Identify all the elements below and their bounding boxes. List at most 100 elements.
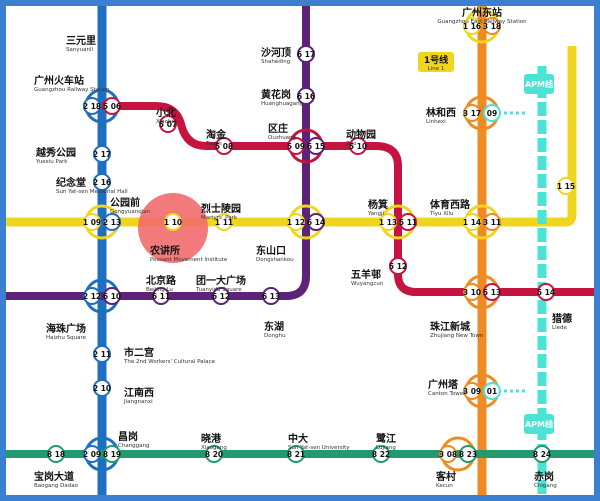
station-code: 5 14 <box>537 288 555 297</box>
station-name-en: Guangzhou East Railway Station <box>437 19 527 25</box>
station-code-badge <box>83 287 101 305</box>
station-code-badge <box>307 213 325 231</box>
station-code-badge <box>463 213 481 231</box>
station-code: 8 22 <box>372 450 390 459</box>
station-name-en: Peasant Movement Institute <box>150 257 228 263</box>
station-18[interactable]: 1 15 <box>557 177 575 195</box>
station-name-zh: 江南西 <box>124 386 154 399</box>
station-name-zh: 东湖 <box>264 320 284 333</box>
station-code-badge <box>389 257 407 275</box>
station-code-badge <box>399 213 417 231</box>
station-name-en: The 2nd Workers' Cultural Palace <box>123 359 215 365</box>
station-code: 1 12 <box>287 218 305 227</box>
station-code-badge <box>215 213 233 231</box>
station-code-badge <box>459 445 477 463</box>
station-name-en: Huanghuagang <box>261 101 303 107</box>
station-name-en: Linhexi <box>426 119 446 125</box>
station-name-en: Canton Tower <box>428 391 466 397</box>
station-code-badge <box>212 287 230 305</box>
station-name-en: Sun Yat-sen Memorial Hall <box>56 189 128 195</box>
station-name-en: Liede <box>552 325 567 331</box>
line1-badge-zh: 1号线 <box>424 54 448 66</box>
station-code: 1 16 <box>463 22 481 31</box>
station-name-zh: 淘金 <box>206 128 227 141</box>
station-name-en: Wuyangcun <box>351 281 384 287</box>
station-name-zh: 沙河顶 <box>261 47 291 59</box>
station-code-badge <box>557 177 575 195</box>
station-code: 8 20 <box>205 450 223 459</box>
station-name-en: Zoo <box>346 141 357 147</box>
station-code-badge <box>287 137 305 155</box>
station-name-en: Lujiang <box>376 445 396 451</box>
station-name-en: Shahéding <box>261 58 290 65</box>
station-code: 8 23 <box>459 450 477 459</box>
station-code: 6 11 <box>152 292 170 301</box>
station-code: 5 08 <box>215 142 233 151</box>
station-name-en: Changgang <box>118 443 150 449</box>
station-code: 1 15 <box>557 182 575 191</box>
station-name-en: Tuanyida Square <box>195 287 242 293</box>
station-code-badge <box>159 115 177 133</box>
station-name-zh: 珠江新城 <box>430 320 470 333</box>
station-code: 8 19 <box>103 450 121 459</box>
station-name-zh: 小北 <box>155 106 176 119</box>
station-name-zh: 三元里 <box>66 35 96 47</box>
line1-badge <box>418 52 454 72</box>
station-code: 5 12 <box>389 262 407 271</box>
station-name-zh: 越秀公园 <box>35 146 76 159</box>
station-name-en: Haizhu Square <box>46 335 87 341</box>
station-name-zh: 农讲所 <box>149 244 180 257</box>
station-name-en: Sun Yat-sen University <box>288 445 350 451</box>
station-code-badge <box>349 137 367 155</box>
station-code-badge <box>93 173 111 191</box>
station-name-zh: 林和西 <box>426 106 456 119</box>
station-code: 3 09 <box>463 387 481 396</box>
station-code-badge <box>93 345 111 363</box>
line6-track <box>6 6 310 300</box>
station-code: 2 16 <box>93 178 111 187</box>
station-code-badge <box>483 213 501 231</box>
station-name-zh: 五羊邨 <box>351 268 381 281</box>
station-name-zh: 公园前 <box>110 196 140 209</box>
station-code-badge <box>47 445 65 463</box>
station-name-zh: 猎德 <box>552 312 572 325</box>
station-name-en: Gongyuanqian <box>110 209 151 215</box>
